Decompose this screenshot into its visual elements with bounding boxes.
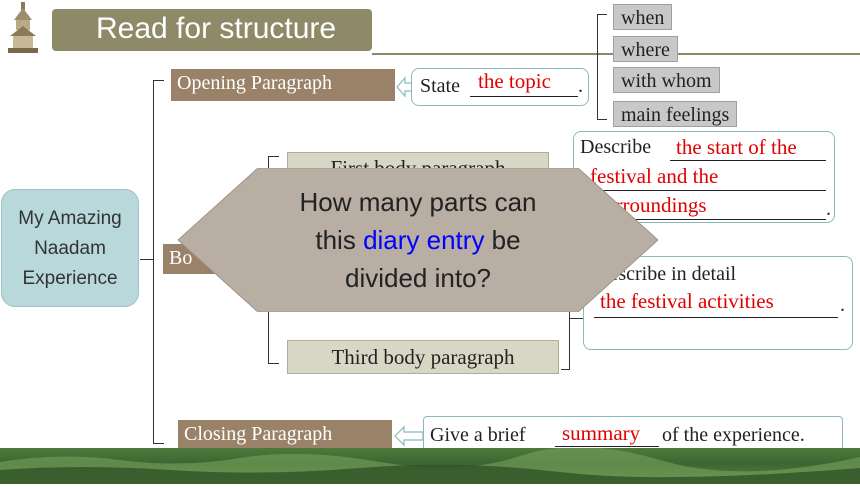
- second-body-tick: [569, 318, 583, 319]
- question-highlight: diary entry: [363, 225, 485, 255]
- closing-prompt: Give a brief: [430, 424, 526, 446]
- opening-period: .: [578, 75, 583, 97]
- question-line-3: divided into?: [345, 263, 491, 293]
- third-body-paragraph-label: Third body paragraph: [287, 340, 559, 374]
- first-body-answer-2: festival and the: [590, 164, 719, 188]
- opening-paragraph-label: Opening Paragraph: [171, 69, 395, 101]
- second-body-panel: [583, 256, 853, 350]
- page-title: Read for structure: [96, 12, 337, 45]
- second-body-answer: the festival activities: [600, 289, 774, 313]
- first-body-answer-1: the start of the: [676, 135, 797, 159]
- topic-root-box: My Amazing Naadam Experience: [1, 189, 139, 307]
- closing-arrow-icon: [394, 425, 424, 447]
- first-body-blank-3: [588, 219, 826, 220]
- main-bracket-tick: [140, 259, 154, 260]
- second-body-prompt: Describe in detail: [595, 263, 737, 285]
- detail-where: where: [613, 36, 678, 62]
- root-line-2: Naadam: [34, 238, 106, 259]
- opening-panel: [411, 68, 589, 106]
- root-line-3: Experience: [22, 268, 118, 289]
- question-overlay-text: How many parts can this diary entry be d…: [258, 183, 578, 297]
- opening-blank: [470, 96, 578, 97]
- logo-pagoda-icon: [4, 2, 42, 54]
- detail-main-feelings: main feelings: [613, 101, 738, 127]
- closing-blank: [555, 446, 659, 447]
- first-body-prompt: Describe: [580, 136, 652, 158]
- closing-paragraph-label: Closing Paragraph: [178, 420, 392, 452]
- main-bracket: [153, 80, 164, 444]
- first-body-period: .: [826, 198, 831, 220]
- details-bracket: [597, 14, 607, 120]
- detail-with-whom: with whom: [613, 67, 720, 93]
- title-banner: [52, 9, 372, 51]
- root-line-1: My Amazing: [18, 208, 122, 229]
- detail-when: when: [613, 4, 673, 30]
- second-body-blank: [594, 317, 838, 318]
- first-body-blank-2: [588, 190, 826, 191]
- first-body-blank-1: [670, 160, 826, 161]
- question-overlay-shape: [178, 168, 658, 312]
- opening-answer: the topic: [478, 69, 551, 93]
- question-line-1: How many parts can: [299, 187, 537, 217]
- closing-suffix: of the experience.: [662, 424, 805, 446]
- opening-prompt: State: [420, 75, 460, 97]
- footer-landscape-image: [0, 446, 860, 484]
- closing-answer: summary: [562, 421, 641, 445]
- question-line-2: this diary entry be: [315, 225, 521, 255]
- second-body-period: .: [840, 294, 845, 316]
